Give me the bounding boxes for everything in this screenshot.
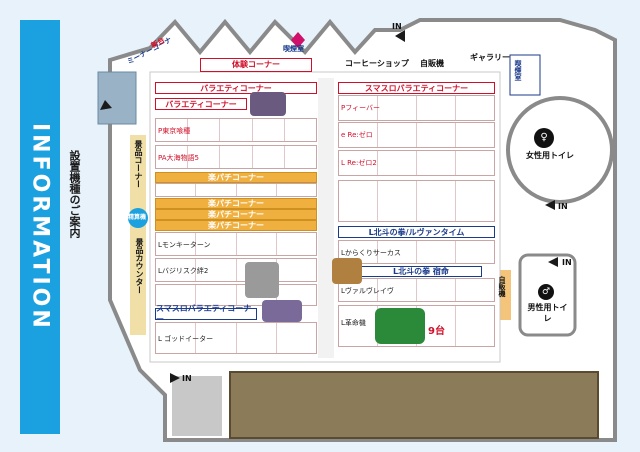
variety-corner-2: バラエティコーナー — [155, 98, 247, 110]
entrance-right: IN — [558, 202, 568, 211]
machine-label-h: Lバジリスク絆2 — [158, 267, 209, 275]
game-logo-image — [375, 308, 425, 344]
seisanki-circle — [128, 208, 148, 228]
gallery-label: ギャラリー — [470, 53, 510, 62]
taiken-corner-label: 体験コーナー — [200, 58, 312, 72]
left-column — [97, 71, 137, 125]
womens-wc-label: 女性用トイレ — [526, 151, 574, 160]
character-image-2 — [245, 262, 279, 298]
machine-row-9 — [338, 122, 495, 148]
entrance-top: IN — [392, 22, 402, 31]
womens-wc-area — [506, 96, 614, 204]
machine-row-5 — [155, 258, 317, 282]
count-badge: 9台 — [428, 326, 445, 337]
machine-row-4 — [155, 232, 317, 256]
bottom-block — [229, 371, 599, 439]
machine-label-k: L革命機 — [341, 319, 366, 327]
smaslo-variety-bottom: スマスロバラエティコーナー — [338, 82, 495, 94]
information-subtitle: 設置機種のご案内 — [68, 150, 81, 238]
pachi-corner-1: 楽パチコーナー — [155, 172, 317, 183]
character-image-4 — [332, 258, 362, 284]
stairs — [172, 376, 222, 436]
smaslo-variety-top: スマスロバラエティコーナー — [155, 304, 257, 324]
machine-row-13 — [338, 278, 495, 302]
entrance-bottom: IN — [182, 374, 192, 383]
pachi-corner-3: 楽パチコーナー — [155, 209, 317, 220]
arrow-in-bottom — [170, 373, 180, 383]
machine-row-12 — [338, 240, 495, 264]
machine-row-2 — [155, 145, 317, 169]
machine-row-10 — [338, 150, 495, 176]
pachi-corner-4: 楽パチコーナー — [155, 220, 317, 231]
mens-wc-icon: ♂ — [538, 284, 554, 300]
machine-label-d: e Re:ゼロ — [341, 131, 373, 139]
entrance-right-2: IN — [562, 258, 572, 267]
character-image-3 — [262, 300, 302, 322]
machine-label-j: Lヴァルヴレイヴ — [341, 287, 394, 295]
mens-wc-label: 男性用トイレ — [527, 303, 568, 323]
machine-label-e: L Re:ゼロ2 — [341, 159, 377, 167]
machine-label-f: L ゴッドイーター — [158, 335, 214, 343]
machine-label-b: Pフィーバー — [341, 104, 381, 112]
machine-label-i: Lからくりサーカス — [341, 249, 401, 257]
arrow-in-top — [395, 30, 405, 42]
machine-row-11 — [338, 180, 495, 222]
machine-row-7 — [155, 322, 317, 354]
information-subtitle-wrap: 設置機種のご案内 — [66, 150, 82, 242]
keihin-strip — [130, 135, 146, 335]
machine-row-1 — [155, 118, 317, 142]
coffee-shop-label: コーヒーショップ — [345, 59, 409, 68]
information-title: INFORMATION — [27, 123, 53, 331]
machine-label-g: Lモンキーターン — [158, 241, 211, 249]
womens-wc-icon: ♀ — [534, 128, 554, 148]
keihin-corner-label: 景品コーナー — [134, 140, 143, 188]
character-image-1 — [250, 92, 286, 116]
arrow-in-left — [100, 100, 112, 110]
kitsuen-top-label: 喫煙室 — [514, 60, 522, 81]
seisanki-label: 精算機 — [128, 214, 147, 221]
center-aisle — [318, 78, 334, 358]
machine-row-3 — [155, 183, 317, 197]
kanagawa-header: L北斗の拳 宿命 — [360, 266, 482, 277]
pink-marker — [291, 32, 305, 48]
jihanki-top-label: 自販機 — [420, 59, 444, 68]
jihanki-right-label: 自販機 — [498, 276, 506, 297]
keihin-counter-label: 景品カウンター — [135, 238, 144, 294]
machine-label-c: PA大海物語5 — [158, 154, 200, 162]
variety-corner-1: バラエティコーナー — [155, 82, 317, 94]
information-bar: INFORMATION — [20, 20, 60, 434]
kitsuen-top-box — [509, 54, 541, 96]
kitsuen-mid-label: 喫煙室 — [283, 45, 304, 53]
machine-label-a: P東京喰種 — [158, 127, 191, 135]
arrow-in-right-2 — [548, 257, 558, 267]
l-machine-header: L北斗の拳/ルヴァンタイム — [338, 226, 495, 238]
arrow-in-right — [545, 200, 555, 210]
machine-row-8 — [338, 95, 495, 121]
pachi-corner-2: 楽パチコーナー — [155, 198, 317, 209]
